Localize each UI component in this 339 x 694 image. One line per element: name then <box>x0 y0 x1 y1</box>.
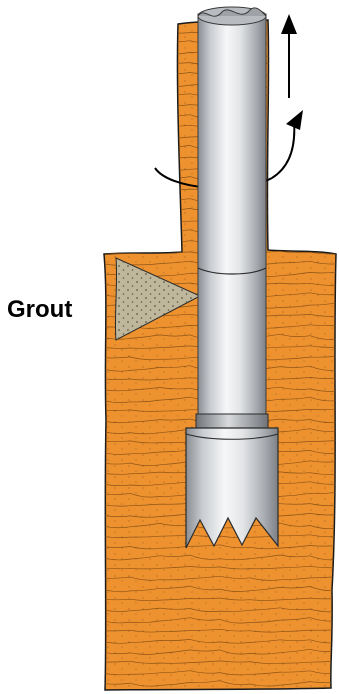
grout-label: Grout <box>7 296 72 323</box>
upward-arrow-icon <box>281 14 297 98</box>
rotation-arrow-front <box>272 122 294 178</box>
pipe-coupling <box>196 414 268 428</box>
curved-rotation-arrow-icon <box>286 110 303 130</box>
pipe-shaft <box>198 14 266 416</box>
